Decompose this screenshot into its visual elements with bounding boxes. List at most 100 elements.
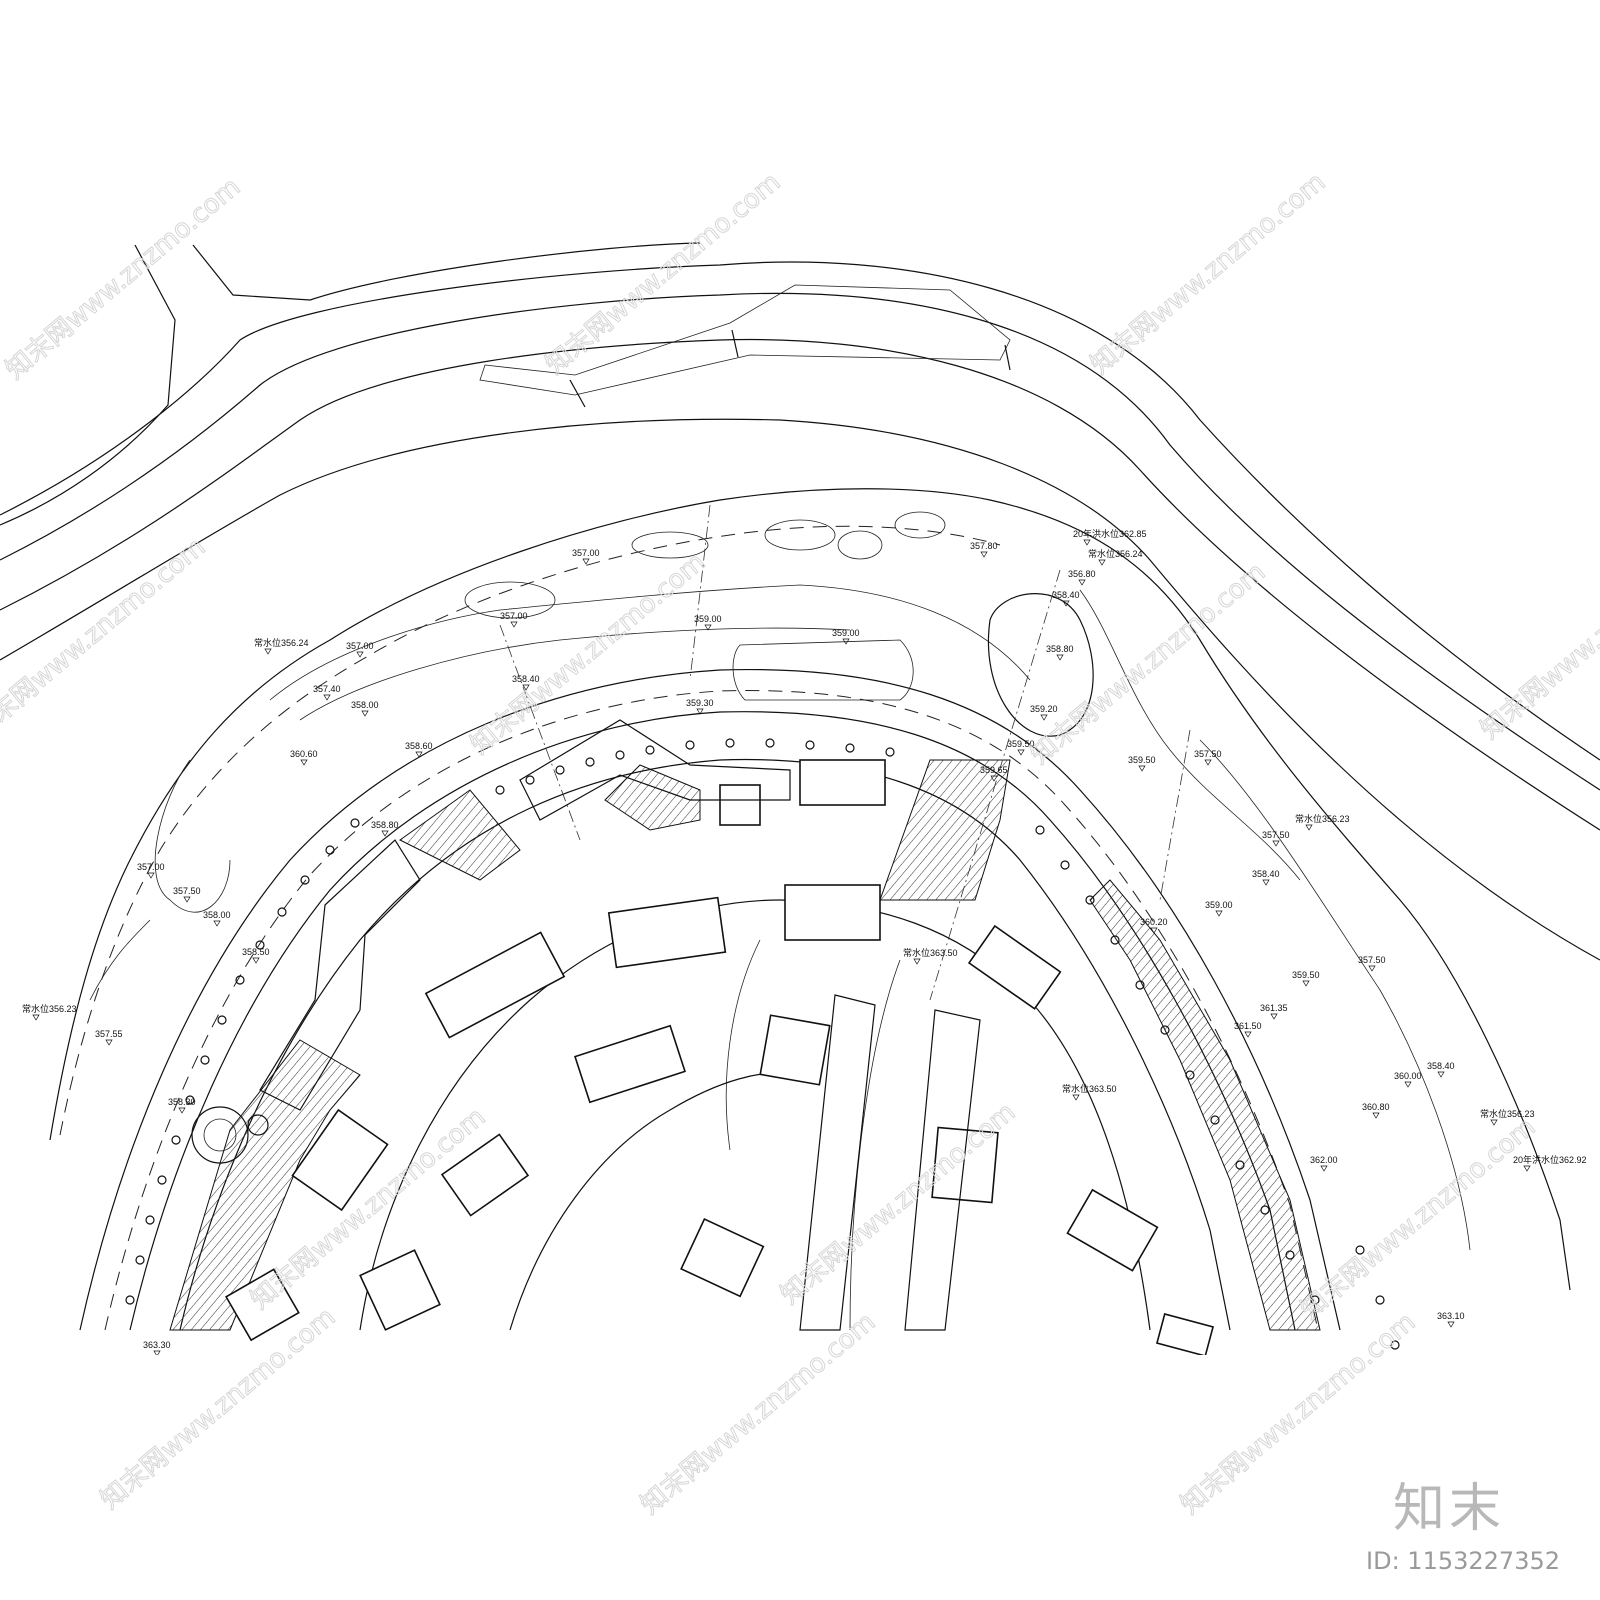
elevation-label: 361.35 bbox=[1260, 1003, 1288, 1013]
street-trees bbox=[125, 738, 1400, 1350]
elevation-label: 358.30 bbox=[168, 1097, 196, 1107]
watermark-text: 知末网www.znzmo.com bbox=[775, 1097, 1021, 1310]
elevation-label: 358.40 bbox=[1052, 590, 1080, 600]
water-level-label: 20年洪水位362.85 bbox=[1073, 528, 1147, 539]
elevation-label: 357.50 bbox=[1194, 749, 1222, 759]
elevation-label: 361.50 bbox=[1234, 1021, 1262, 1031]
elevation-marker-icon bbox=[1062, 600, 1070, 607]
outer-riverbank-lines bbox=[0, 242, 1600, 961]
water-level-label: 常水位356.24 bbox=[254, 637, 309, 648]
elevation-label: 359.50 bbox=[1007, 739, 1035, 749]
elevation-marker-icon bbox=[147, 872, 155, 879]
elevation-label: 358.80 bbox=[1046, 644, 1074, 654]
residential-blocks bbox=[225, 759, 1215, 1355]
elevation-marker-icon bbox=[842, 638, 850, 645]
elevation-marker-icon bbox=[1305, 824, 1313, 831]
water-level-label: 常水位356.24 bbox=[1088, 548, 1143, 559]
elevation-marker-icon bbox=[32, 1014, 40, 1021]
watermark-text: 知末网www.znzmo.com bbox=[1175, 1307, 1421, 1520]
elevation-label: 360.00 bbox=[1394, 1071, 1422, 1081]
elevation-marker-icon bbox=[1368, 965, 1376, 972]
paved-plazas bbox=[169, 759, 1321, 1331]
elevation-marker-icon bbox=[1138, 765, 1146, 772]
elevation-marker-icon bbox=[1523, 1165, 1531, 1172]
watermark-text: 知末网www.znzmo.com bbox=[1085, 167, 1331, 380]
elevation-marker-icon bbox=[323, 694, 331, 701]
watermark-text: 知末网www.znzmo.com bbox=[465, 547, 711, 760]
watermark-text: 知末网www.znzmo.com bbox=[95, 1302, 341, 1515]
elevation-marker-icon bbox=[1040, 714, 1048, 721]
elevation-label: 359.50 bbox=[1128, 755, 1156, 765]
elevation-label: 357.50 bbox=[1262, 830, 1290, 840]
elevation-label: 359.00 bbox=[832, 628, 860, 638]
elevation-label: 357.55 bbox=[95, 1029, 123, 1039]
watermark-text: 知末网www.znzmo.com bbox=[635, 1307, 881, 1520]
elevation-label: 358.00 bbox=[351, 700, 379, 710]
image-id-label: ID: 1153227352 bbox=[1366, 1547, 1560, 1575]
watermark-text: 知末网www.znzmo.com bbox=[0, 172, 246, 385]
elevation-label: 356.80 bbox=[1068, 569, 1096, 579]
elevation-marker-icon bbox=[361, 710, 369, 717]
elevation-marker-icon bbox=[1302, 980, 1310, 987]
elevation-annotations: 357.00 357.00 358.40 359.00 359.00 357.8… bbox=[22, 528, 1587, 1355]
elevation-label: 363.30 bbox=[143, 1340, 171, 1350]
watermark-text: 知末网www.znzmo.com bbox=[0, 532, 211, 745]
water-level-label: 常水位363.50 bbox=[903, 947, 958, 958]
elevation-marker-icon bbox=[704, 624, 712, 631]
elevation-label: 358.50 bbox=[242, 947, 270, 957]
elevation-label: 360.20 bbox=[1140, 917, 1168, 927]
elevation-marker-icon bbox=[1447, 1321, 1455, 1328]
elevation-marker-icon bbox=[1098, 559, 1106, 566]
elevation-label: 359.00 bbox=[694, 614, 722, 624]
elevation-label: 359.30 bbox=[686, 698, 714, 708]
elevation-marker-icon bbox=[1270, 1013, 1278, 1020]
elevation-marker-icon bbox=[1244, 1031, 1252, 1038]
elevation-label: 358.60 bbox=[405, 741, 433, 751]
elevation-label: 358.40 bbox=[512, 674, 540, 684]
elevation-label: 357.00 bbox=[346, 641, 374, 651]
elevation-marker-icon bbox=[522, 684, 530, 691]
elevation-marker-icon bbox=[1017, 749, 1025, 756]
elevation-label: 357.40 bbox=[313, 684, 341, 694]
elevation-marker-icon bbox=[381, 830, 389, 837]
elevation-marker-icon bbox=[252, 957, 260, 964]
water-level-label: 常水位356.23 bbox=[1295, 813, 1350, 824]
inner-bank-edge bbox=[49, 488, 1571, 1291]
water-level-label: 20年洪水位362.92 bbox=[1513, 1154, 1587, 1165]
elevation-marker-icon bbox=[1372, 1112, 1380, 1119]
elevation-marker-icon bbox=[1204, 759, 1212, 766]
elevation-marker-icon bbox=[1262, 879, 1270, 886]
riverside-park bbox=[89, 504, 1471, 1251]
elevation-marker-icon bbox=[213, 920, 221, 927]
elevation-label: 357.50 bbox=[173, 886, 201, 896]
elevation-label: 362.00 bbox=[1310, 1155, 1338, 1165]
elevation-marker-icon bbox=[105, 1039, 113, 1046]
elevation-label: 359.00 bbox=[1205, 900, 1233, 910]
elevation-marker-icon bbox=[913, 958, 921, 965]
elevation-marker-icon bbox=[980, 551, 988, 558]
elevation-marker-icon bbox=[1437, 1071, 1445, 1078]
water-level-label: 常水位356.23 bbox=[22, 1003, 77, 1014]
elevation-marker-icon bbox=[178, 1107, 186, 1114]
elevation-marker-icon bbox=[264, 648, 272, 655]
elevation-marker-icon bbox=[1083, 539, 1091, 546]
elevation-label: 357.00 bbox=[572, 548, 600, 558]
elevation-marker-icon bbox=[1056, 654, 1064, 661]
water-level-label: 常水位363.50 bbox=[1062, 1083, 1117, 1094]
elevation-label: 360.60 bbox=[290, 749, 318, 759]
elevation-label: 363.10 bbox=[1437, 1311, 1465, 1321]
elevation-label: 359.65 bbox=[980, 765, 1008, 775]
elevation-label: 358.40 bbox=[1427, 1061, 1455, 1071]
elevation-label: 360.80 bbox=[1362, 1102, 1390, 1112]
elevation-label: 357.80 bbox=[970, 541, 998, 551]
commercial-slabs bbox=[259, 719, 981, 1331]
elevation-label: 358.80 bbox=[371, 820, 399, 830]
elevation-label: 358.40 bbox=[1252, 869, 1280, 879]
elevation-label: 359.50 bbox=[1292, 970, 1320, 980]
water-level-label: 常水位356.23 bbox=[1480, 1108, 1535, 1119]
elevation-marker-icon bbox=[582, 558, 590, 565]
elevation-marker-icon bbox=[1320, 1165, 1328, 1172]
elevation-marker-icon bbox=[183, 896, 191, 903]
elevation-marker-icon bbox=[1272, 840, 1280, 847]
